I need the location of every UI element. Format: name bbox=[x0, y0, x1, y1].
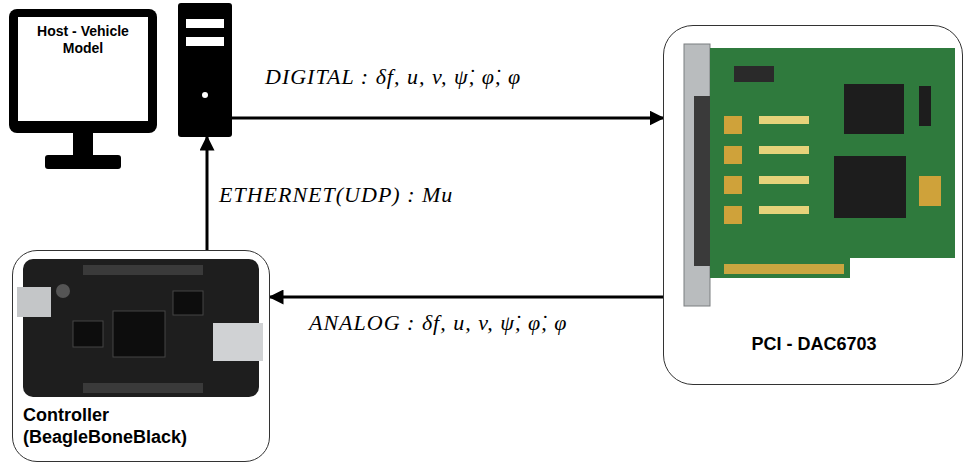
signal-arrow bbox=[270, 296, 663, 299]
node-title: Host - Vehicle Model bbox=[18, 23, 148, 57]
signal-label: ETHERNET(UDP) : Mu bbox=[216, 182, 456, 208]
host-computer: Host - Vehicle Model bbox=[5, 3, 232, 137]
node-title: Controller (BeagleBoneBlack) bbox=[23, 405, 233, 448]
node-title: PCI - DAC6703 bbox=[674, 334, 954, 356]
signal-label: ANALOG : δf, u, v, ψ̇, φ̇, φ bbox=[306, 310, 570, 336]
dac-card-box: PCI - DAC6703 bbox=[663, 25, 963, 385]
controller-box: Controller (BeagleBoneBlack) bbox=[12, 250, 270, 462]
signal-arrow bbox=[206, 137, 209, 250]
signal-label: DIGITAL : δf, u, v, ψ̇, φ̇, φ bbox=[262, 64, 524, 90]
device-illustration bbox=[664, 26, 964, 386]
signal-arrow bbox=[232, 117, 663, 120]
